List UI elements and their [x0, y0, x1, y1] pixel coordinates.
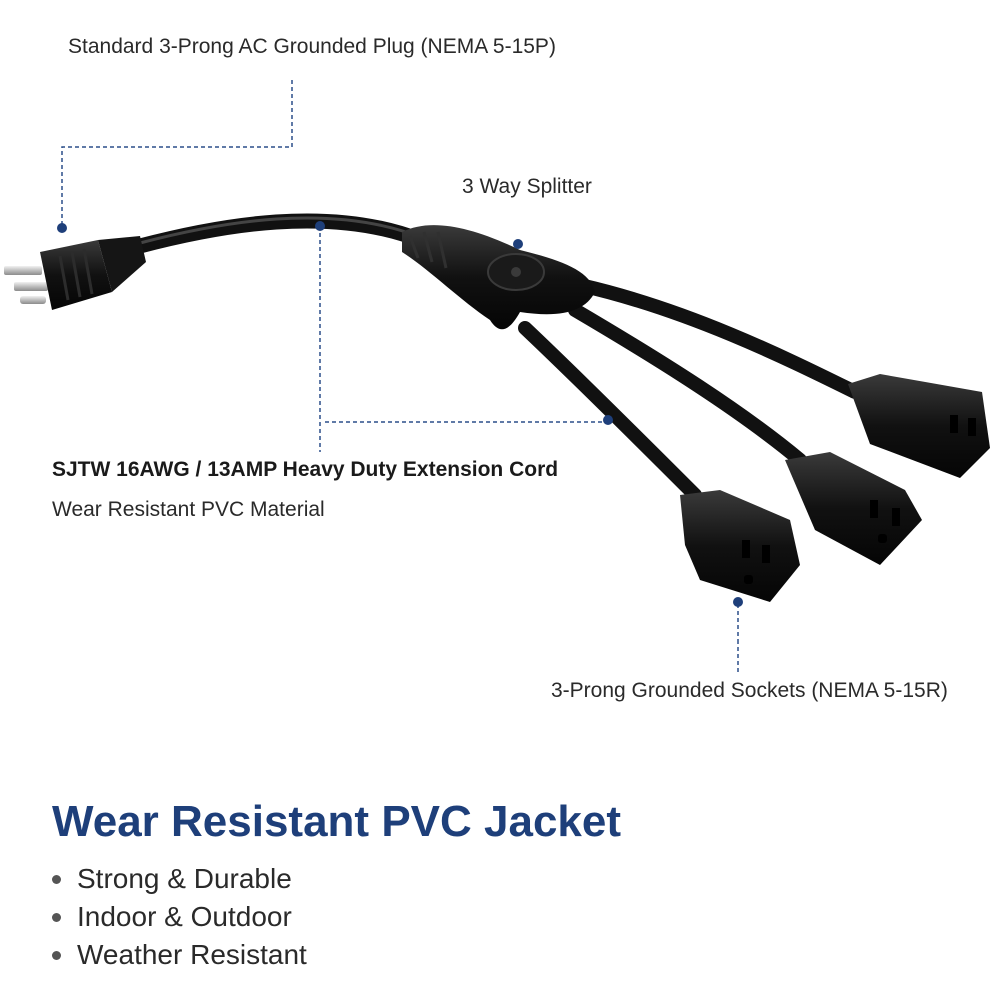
cord-branch-1 — [573, 278, 862, 399]
feature-item: Strong & Durable — [50, 860, 307, 898]
bullet-icon — [52, 874, 61, 884]
product-diagram — [4, 80, 990, 640]
splitter-icon — [402, 225, 595, 330]
callout-dot-splitter — [513, 239, 523, 249]
feature-item: Indoor & Outdoor — [50, 898, 307, 936]
plug-icon — [4, 236, 146, 310]
callout-line-plug — [61, 80, 293, 226]
bullet-icon — [52, 950, 61, 960]
feature-text: Weather Resistant — [77, 939, 307, 970]
feature-text: Strong & Durable — [77, 863, 292, 894]
callout-dot-plug — [57, 223, 67, 233]
feature-list: Strong & Durable Indoor & Outdoor Weathe… — [50, 860, 307, 974]
callout-dot-cord-2 — [603, 415, 613, 425]
cord-callout-title: SJTW 16AWG / 13AMP Heavy Duty Extension … — [52, 458, 559, 481]
cord-branch-3 — [518, 321, 702, 502]
sockets-callout-label: 3-Prong Grounded Sockets (NEMA 5-15R) — [551, 679, 948, 702]
socket-1-icon — [848, 374, 990, 478]
splitter-callout-label: 3 Way Splitter — [462, 175, 592, 198]
bullet-icon — [52, 912, 61, 922]
plug-callout-label: Standard 3-Prong AC Grounded Plug (NEMA … — [68, 35, 556, 58]
cord-callout-subtitle: Wear Resistant PVC Material — [52, 498, 325, 521]
callout-line-sockets-lower — [737, 640, 739, 674]
socket-3-icon — [680, 490, 800, 602]
socket-2-icon — [785, 452, 922, 565]
callout-dot-sockets — [733, 597, 743, 607]
section-heading: Wear Resistant PVC Jacket — [52, 797, 622, 846]
feature-text: Indoor & Outdoor — [77, 901, 292, 932]
feature-item: Weather Resistant — [50, 936, 307, 974]
cord-main — [132, 213, 428, 254]
cord-branch-2 — [568, 303, 807, 467]
callout-dot-cord-1 — [315, 221, 325, 231]
callout-line-cord — [319, 226, 608, 452]
